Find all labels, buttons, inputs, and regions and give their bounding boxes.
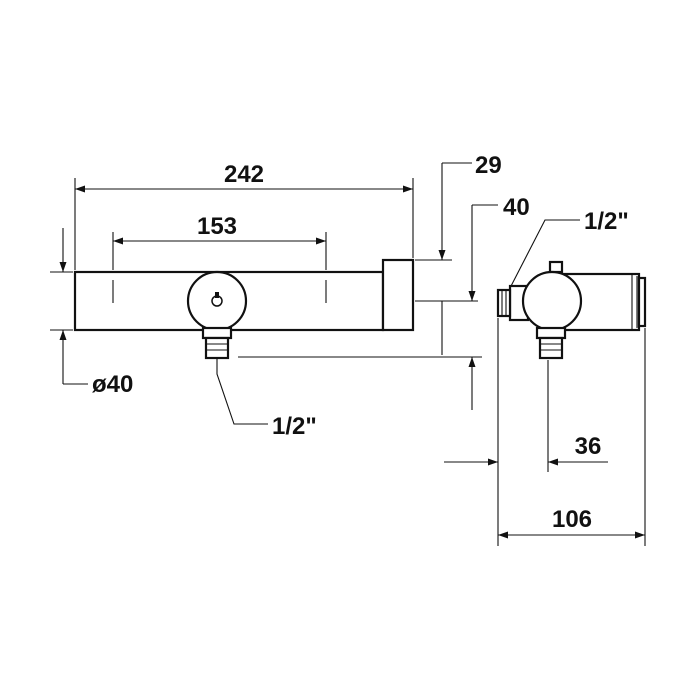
side-boss — [521, 270, 583, 332]
end-cap — [381, 258, 415, 332]
thread-side-label: 1/2" — [584, 208, 629, 235]
dim-106: 106 — [498, 328, 646, 546]
dim-36-label: 36 — [575, 433, 602, 460]
dim-29: 29 — [415, 152, 502, 355]
side-view — [496, 260, 647, 360]
side-outlet-nut — [535, 326, 567, 340]
front-view — [73, 258, 415, 360]
dim-106-label: 106 — [552, 506, 592, 533]
side-top-nub — [548, 260, 564, 274]
side-end-ring — [637, 276, 647, 328]
thread-bottom-leader: 1/2" — [216, 358, 317, 440]
side-outlet-thread — [538, 336, 564, 360]
dim-diameter: ø40 — [50, 228, 133, 398]
dim-29-label: 29 — [475, 152, 502, 179]
thread-side-leader: 1/2" — [508, 208, 629, 291]
dim-40-label: 40 — [503, 194, 530, 221]
outlet-nut — [201, 326, 233, 340]
central-boss — [186, 270, 248, 332]
dim-242-label: 242 — [224, 161, 264, 188]
outlet-thread — [204, 336, 230, 360]
knob-tab — [215, 292, 219, 298]
side-thread — [496, 288, 512, 318]
dim-153: 153 — [112, 213, 327, 270]
dim-36: 36 — [444, 318, 608, 546]
dim-40: 40 — [238, 194, 530, 410]
dim-diameter-label: ø40 — [92, 371, 133, 398]
thread-bottom-label: 1/2" — [272, 413, 317, 440]
dim-242: 242 — [74, 161, 414, 270]
dim-153-label: 153 — [197, 213, 237, 240]
